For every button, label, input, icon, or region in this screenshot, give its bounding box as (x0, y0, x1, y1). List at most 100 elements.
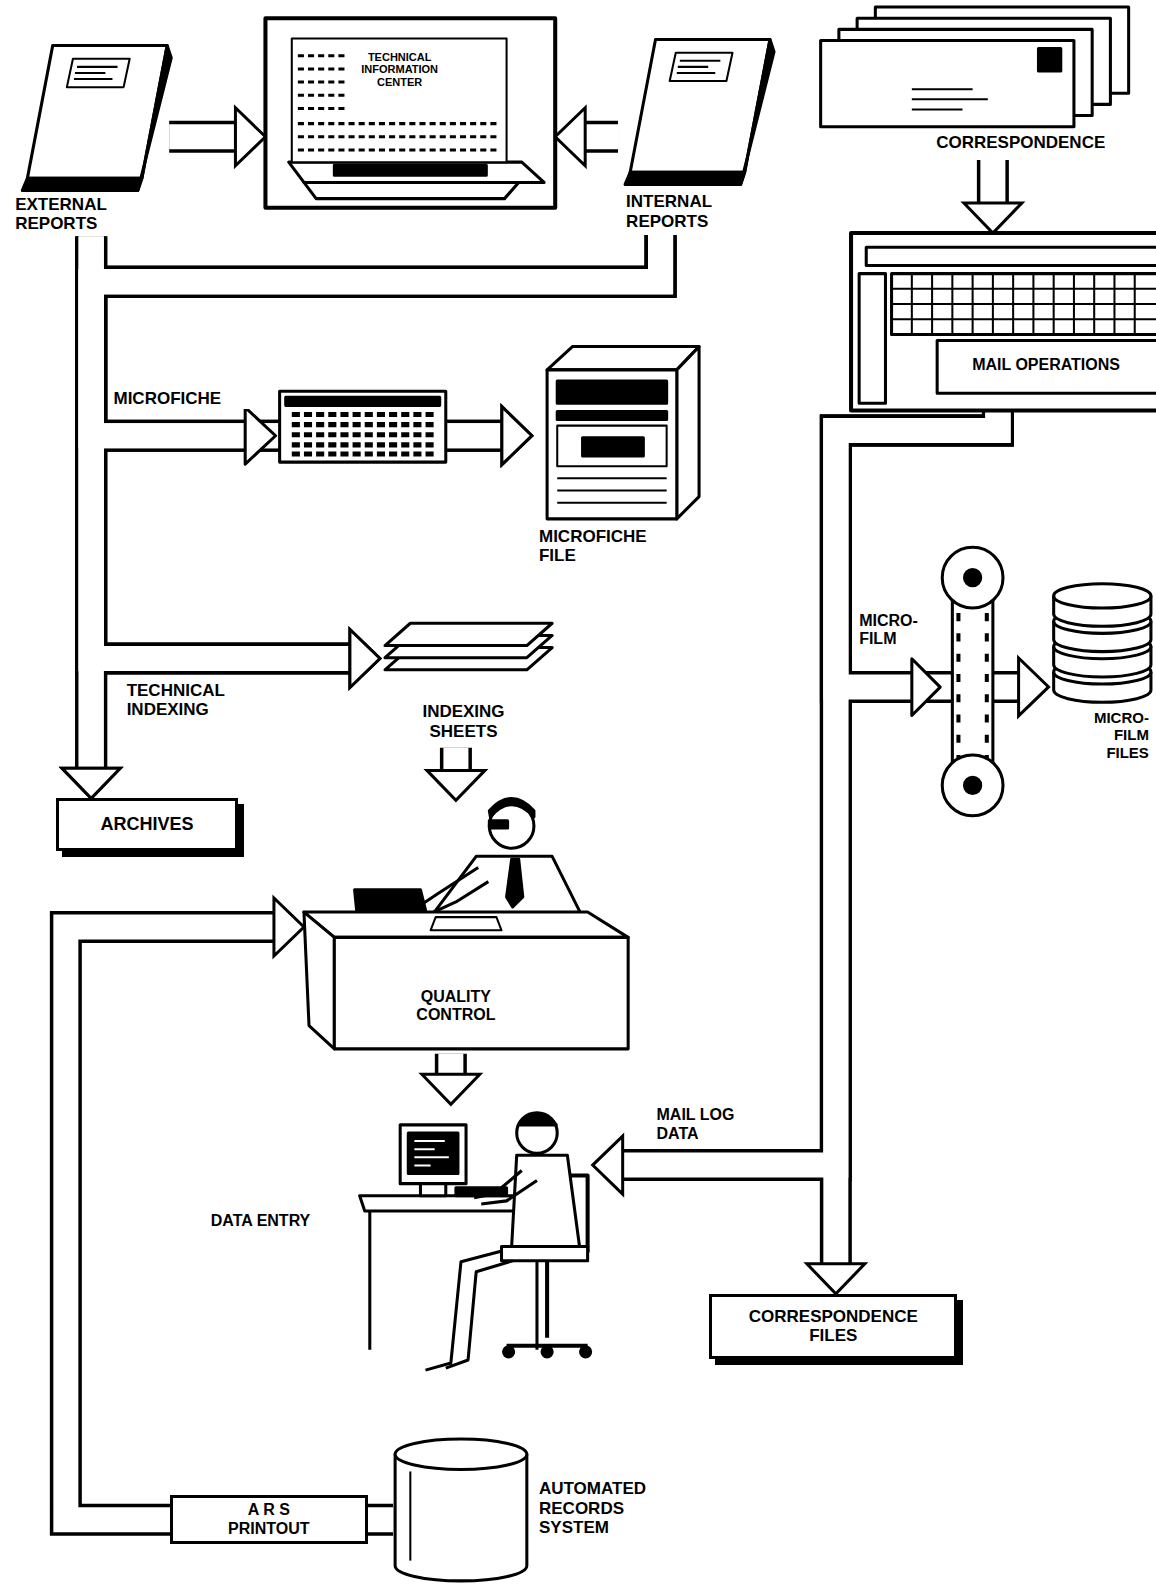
quality-control-illustration-part (489, 799, 534, 817)
sheet-stack (385, 623, 552, 670)
data-entry-illustration-part (517, 1113, 558, 1154)
quality-control-illustration-part (355, 890, 426, 910)
node-label: MICROFICHE FILE (539, 527, 681, 566)
mail-building (851, 233, 1156, 410)
data-entry-illustration-part (512, 1155, 580, 1246)
microfiche-file-box-part (557, 411, 666, 419)
quality-control-desk: QUALITY CONTROL (304, 800, 623, 1053)
data-entry-illustration-part (408, 1133, 458, 1174)
book-icon-part (741, 40, 774, 185)
microfilm-reel-part (965, 570, 981, 586)
envelope-stack (821, 7, 1129, 127)
building-illustration-part (292, 39, 507, 163)
quality-control-illustration-part (431, 917, 502, 930)
flow-arrow (438, 1054, 463, 1076)
flow-arrow-outline (977, 160, 1009, 204)
data-entry-illustration-part (519, 1114, 556, 1125)
microfiche-file-box-part (557, 381, 666, 403)
data-entry-illustration-part (420, 1184, 445, 1196)
mail-building-part (851, 233, 1156, 410)
microfilm-file-stack (1054, 584, 1151, 703)
microfiche-file-box-part (583, 438, 644, 456)
microfilm-reel (912, 547, 1003, 816)
building-illustration-part (289, 162, 544, 182)
correspondence-files-box: CORRESPONDENCE FILES (709, 1294, 957, 1359)
arrow-head (502, 407, 532, 465)
arrow-head (427, 770, 485, 800)
information-center-building: TECHNICAL INFORMATION CENTER (265, 18, 555, 207)
book-icon-part (138, 46, 171, 191)
microfilm-reel-part (965, 777, 981, 793)
book-icon-part (22, 178, 142, 190)
arrow-head (350, 630, 380, 688)
book-icon-part (625, 172, 745, 184)
arrow-head (807, 1264, 865, 1294)
microfiche-file-box-part (547, 370, 677, 519)
data-entry-illustration-part (581, 1347, 591, 1357)
envelope-stack-part (912, 89, 988, 109)
microfiche-card-part (245, 407, 275, 464)
flow-label: MICROFICHE (113, 389, 275, 409)
correspondence-envelopes: CORRESPONDENCE (816, 5, 1140, 160)
data-entry-illustration-part (542, 1347, 552, 1357)
data-entry-illustration-part (400, 1125, 466, 1184)
indexing-sheets: INDEXING SHEETS (380, 620, 554, 748)
database-cylinder-part (409, 1471, 411, 1560)
flow-arrow-outline (584, 121, 618, 153)
mail-building-part (866, 247, 1156, 265)
mail-building-part (892, 274, 1156, 335)
arrow-head (422, 1074, 480, 1104)
flow-arrow-outline (440, 748, 472, 772)
data-entry-illustration-part (502, 1246, 588, 1260)
mail-building-part (937, 341, 1156, 394)
arrow-head (62, 768, 120, 798)
data-entry-station: DATA ENTRY (208, 1104, 593, 1393)
quality-control-illustration (304, 799, 628, 1049)
database-cylinder (395, 1439, 527, 1581)
envelope-stack-part (821, 41, 1074, 127)
flow-arrow-outline (435, 1054, 467, 1076)
building-illustration (265, 18, 555, 208)
book-icon-part (677, 61, 721, 73)
quality-control-illustration-part (334, 937, 628, 1048)
node-label: MICRO- FILM FILES (1080, 709, 1149, 761)
node-label: CORRESPONDENCE FILES (732, 1307, 935, 1346)
building-illustration-part (304, 182, 519, 198)
mail-building-part (892, 274, 1156, 335)
node-label: DATA ENTRY (211, 1212, 363, 1230)
microfiche-card-part (286, 397, 440, 405)
envelope-stack-part (1038, 49, 1060, 71)
flow-arrow-outline (836, 410, 998, 1264)
book-icon-part (67, 59, 130, 87)
node-label: TECHNICAL INFORMATION CENTER (357, 51, 443, 89)
microfiche-card-part (280, 391, 446, 462)
arrow-head (235, 108, 265, 166)
book-icon-part (74, 67, 118, 79)
microfiche-file-box-part (677, 347, 699, 519)
illustrations (22, 7, 1156, 1581)
microfiche-file: MICROFICHE FILE (532, 344, 702, 569)
microfiche-file-box-part (557, 478, 666, 502)
quality-control-illustration-part (304, 912, 334, 1049)
flow-label: MAIL LOG DATA (657, 1106, 758, 1143)
archives-box: ARCHIVES (56, 798, 238, 851)
node-label: CORRESPONDENCE (907, 133, 1135, 153)
flow-arrow (836, 410, 998, 1264)
node-label: QUALITY CONTROL (400, 988, 511, 1025)
book-icon (22, 46, 171, 191)
arrow-head (62, 768, 120, 798)
flow-arrow (443, 748, 468, 772)
arrow-head (555, 108, 585, 166)
flow-label: TECHNICAL INDEXING (127, 681, 279, 720)
records-system-cylinder: AUTOMATED RECORDS SYSTEM (393, 1437, 684, 1581)
flow-arrow (169, 124, 236, 149)
report-book: INTERNAL REPORTS (618, 38, 780, 235)
mail-building-part (859, 274, 885, 404)
arrow-head (350, 630, 380, 688)
arrow-head (502, 407, 532, 465)
arrow-head (593, 1136, 623, 1194)
book-icon (625, 40, 774, 185)
microfiche-file-box-part (557, 426, 666, 467)
microfilm-reel-part (942, 547, 1003, 608)
